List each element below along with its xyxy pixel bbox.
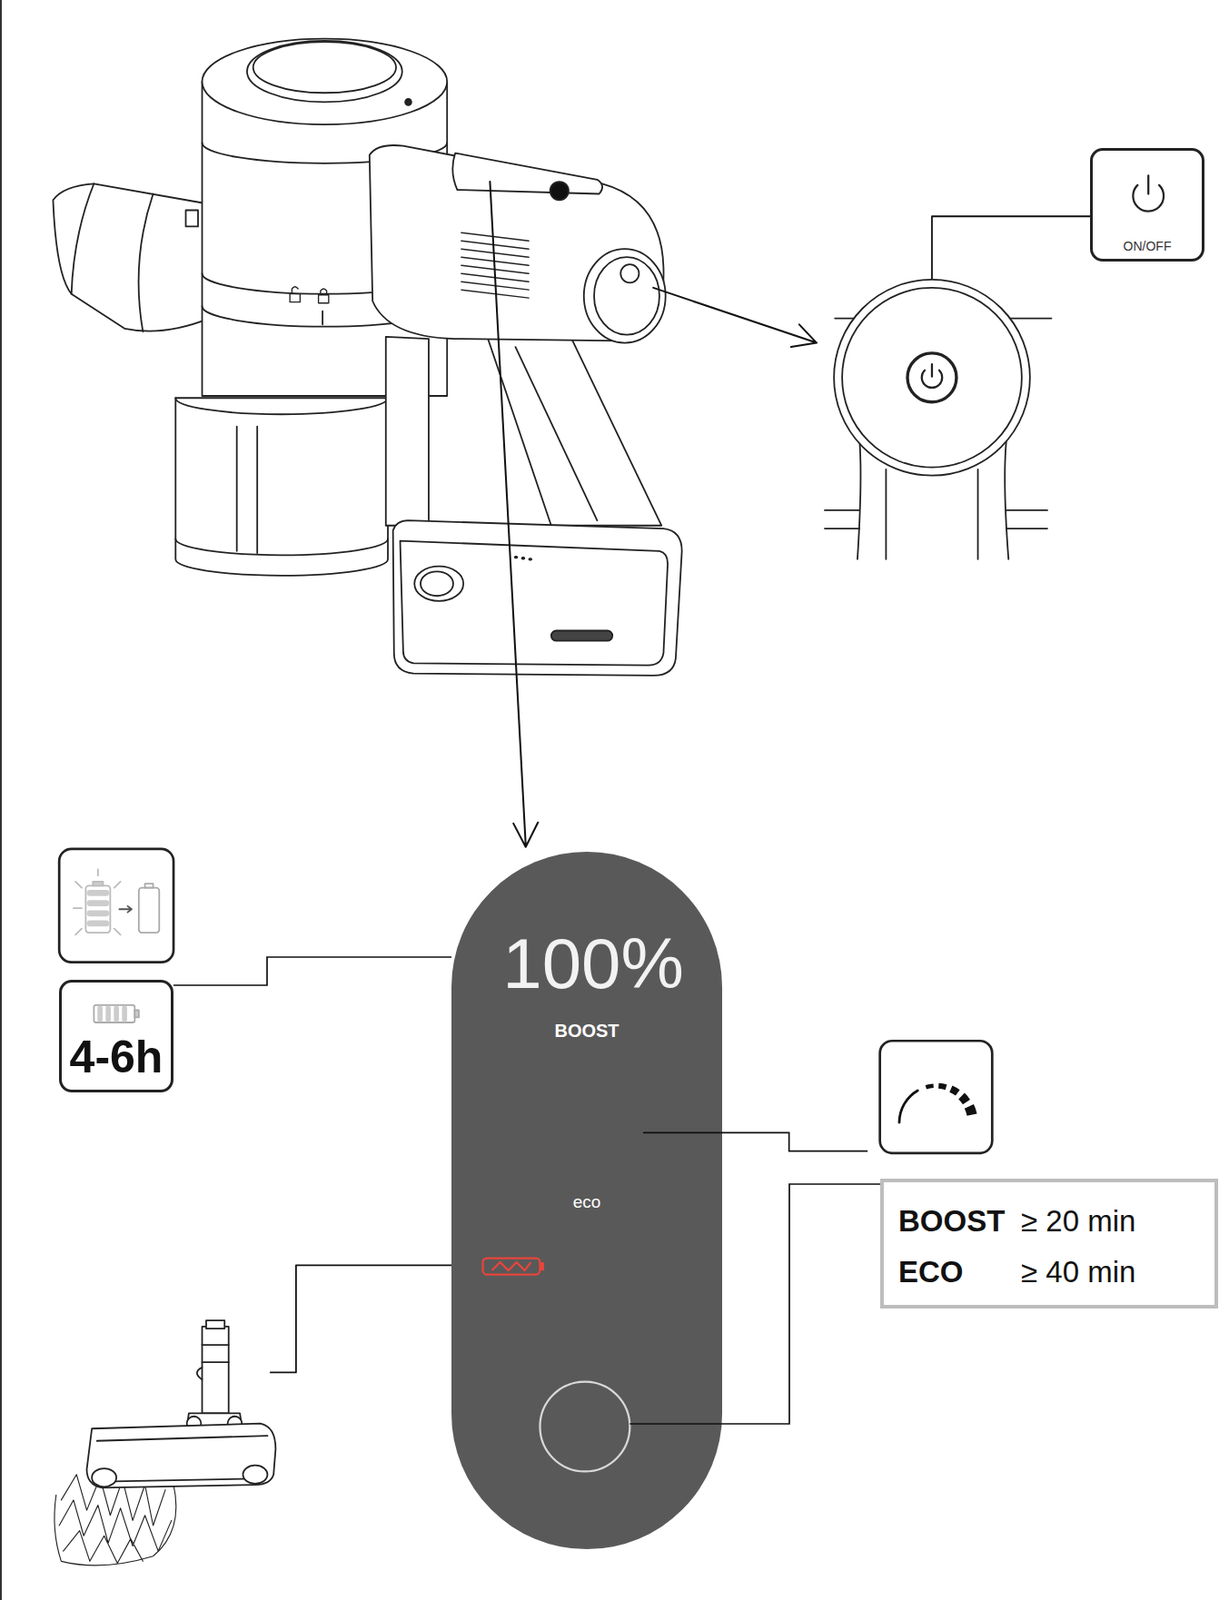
brush-illustration <box>54 1320 276 1566</box>
icon-box: ON/OFF <box>1090 148 1205 262</box>
mode-button <box>550 181 569 200</box>
table-cell: ≥ 40 min <box>1020 1257 1136 1288</box>
lid-disc-rim <box>253 41 397 93</box>
power-button <box>620 264 639 283</box>
table-cell: ECO <box>898 1257 964 1288</box>
brush-head <box>87 1424 277 1489</box>
runtime-table: BOOST ≥ 20 minECO ≥ 40 min <box>880 1179 1219 1309</box>
icon-box: 4-6h <box>59 980 174 1093</box>
display-window <box>452 153 603 195</box>
battery-bars <box>89 892 107 924</box>
tube-cap <box>206 1320 225 1329</box>
roller-band <box>97 1436 268 1483</box>
battery-pack <box>393 520 683 676</box>
barrel-end-rim <box>594 257 660 335</box>
battery-bars <box>99 1008 125 1020</box>
zoom-bars <box>824 510 1048 529</box>
layout-group <box>52 39 1164 1566</box>
debris-outline <box>54 1485 177 1566</box>
mode-ring <box>539 1382 630 1473</box>
battery-outline <box>93 1005 135 1023</box>
battery-empty-nub <box>145 883 154 888</box>
battery-percent: 100% <box>464 928 723 1000</box>
gauge-segment <box>951 1089 958 1093</box>
table-cell: BOOST <box>898 1206 1005 1237</box>
gauge-arc <box>899 1090 918 1123</box>
runtime-battery-icon <box>93 1005 139 1023</box>
battery-dots <box>515 557 531 560</box>
brush-warning-icon <box>483 1258 541 1276</box>
brush-wheel <box>242 1466 268 1485</box>
gauge-segment <box>925 1086 933 1088</box>
warning-zigzag <box>492 1262 532 1271</box>
leader-line <box>722 1184 881 1425</box>
zoom-power-icon <box>921 364 942 388</box>
bin-window <box>237 426 258 554</box>
bin-bottom-ring <box>175 538 388 556</box>
leader-line <box>173 957 452 986</box>
display-panel: 100% BOOST eco <box>451 852 723 1550</box>
zoom-cap-inner <box>842 287 1022 468</box>
barrel-end-cap <box>584 248 666 343</box>
inlet-collar <box>138 194 154 333</box>
connector-group <box>173 957 881 1425</box>
mode-label: BOOST <box>451 1021 723 1041</box>
lid-disc <box>247 40 403 102</box>
charge-time: 4-6h <box>61 1034 171 1081</box>
power-level-icon <box>880 1040 993 1154</box>
front-strut <box>386 336 429 526</box>
button-label: ON/OFF <box>1092 239 1202 253</box>
battery-nub <box>92 882 103 886</box>
button-pointer <box>653 287 817 347</box>
mode-label: eco <box>451 1193 723 1211</box>
bin-top-rim <box>175 397 388 415</box>
brush-wheel <box>91 1468 117 1487</box>
nozzle-inlet <box>52 183 209 331</box>
battery-empty <box>138 888 159 933</box>
power-button-zoom <box>824 279 1051 560</box>
ring-leader <box>629 1423 723 1426</box>
display-pointer <box>489 181 538 848</box>
gauge-segment <box>969 1106 972 1115</box>
grip <box>487 338 662 526</box>
lid-dot <box>405 99 412 106</box>
gauge-segment <box>961 1096 967 1103</box>
handle-barrel <box>369 145 665 341</box>
zoom-button <box>907 353 957 403</box>
grip-edge <box>515 346 597 521</box>
table-cell: ≥ 20 min <box>1020 1206 1136 1237</box>
power-icon <box>1132 175 1164 211</box>
transfer-arrow <box>118 906 131 913</box>
dust-bin <box>175 397 388 576</box>
inlet-opening <box>71 183 95 294</box>
lock-symbol <box>318 288 329 304</box>
battery-face <box>400 541 669 666</box>
charging-icon <box>59 849 174 963</box>
tube-latch <box>197 1367 203 1380</box>
unlock-symbol <box>289 287 300 303</box>
zoom-cap-outer <box>833 279 1031 476</box>
icon-frame <box>59 849 174 963</box>
brush-tube <box>202 1327 229 1415</box>
battery-full <box>85 885 110 933</box>
battery-release <box>414 566 464 602</box>
gauge-segment <box>938 1086 946 1088</box>
glow-rays <box>73 869 121 935</box>
align-tick <box>321 311 324 326</box>
vacuum-illustration <box>52 39 682 676</box>
inlet-clip <box>186 209 199 227</box>
frame-line <box>0 0 2 1600</box>
battery-led-strip <box>551 630 613 641</box>
mode-leader <box>643 1132 868 1151</box>
battery-nub <box>134 1010 139 1019</box>
battery-release-inner <box>420 571 454 596</box>
tube-bands <box>202 1345 229 1363</box>
lid <box>202 39 448 125</box>
panel-decorations <box>483 1132 869 1472</box>
icon-frame <box>880 1040 993 1154</box>
warning-icon-nub <box>539 1262 544 1271</box>
